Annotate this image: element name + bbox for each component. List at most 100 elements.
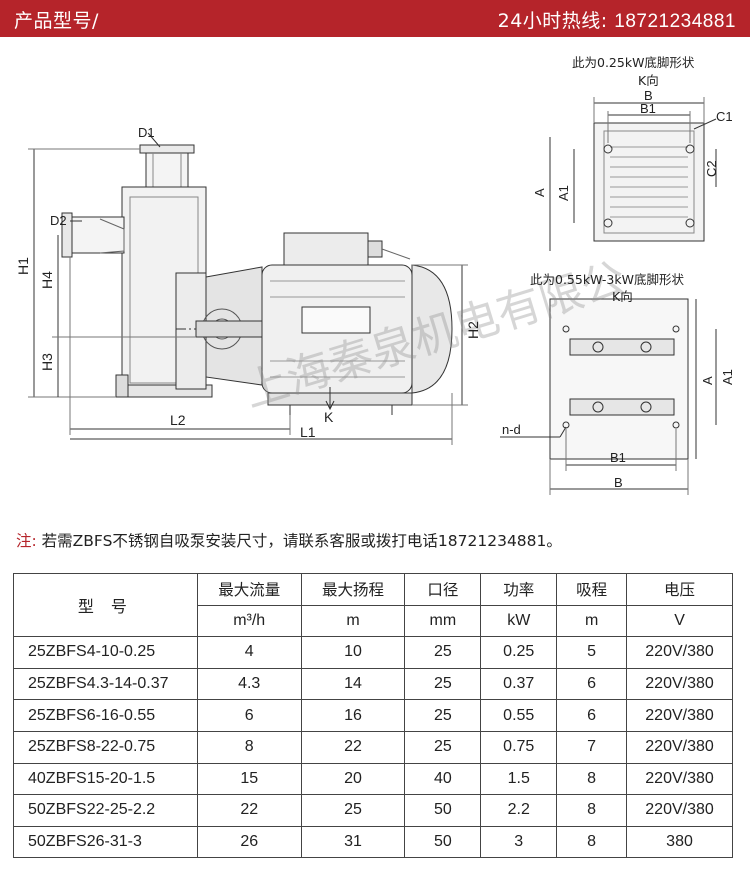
label-b1-small: B1 xyxy=(640,101,656,116)
cell-suction: 8 xyxy=(556,825,628,859)
label-d1: D1 xyxy=(138,125,155,140)
unit-head: m xyxy=(300,604,406,638)
label-l2: L2 xyxy=(170,412,186,428)
note-text: 若需ZBFS不锈钢自吸泵安装尺寸，请联系客服或拨打电话18721234881。 xyxy=(41,532,562,550)
table-row: 25ZBFS8-22-0.75 8 22 25 0.75 7 220V/380 xyxy=(13,730,733,764)
unit-suction: m xyxy=(556,604,628,638)
spec-table: 型 号 最大流量 最大扬程 口径 功率 吸程 电压 m³/h m mm kW m… xyxy=(13,572,733,859)
cell-suction: 6 xyxy=(556,667,628,701)
cell-caliber: 50 xyxy=(404,825,482,859)
unit-voltage: V xyxy=(626,604,733,638)
table-row: 50ZBFS22-25-2.2 22 25 50 2.2 8 220V/380 xyxy=(13,794,733,827)
label-h1: H1 xyxy=(15,257,31,275)
cell-head: 31 xyxy=(300,825,406,859)
table-row: 50ZBFS26-31-3 26 31 50 3 8 380 xyxy=(13,825,733,859)
page-title: 产品型号/ xyxy=(14,10,99,32)
table-row: 25ZBFS4-10-0.25 4 10 25 0.25 5 220V/380 xyxy=(13,636,733,669)
header-flow: 最大流量 xyxy=(196,573,302,606)
cell-power: 1.5 xyxy=(480,762,558,796)
header-suction: 吸程 xyxy=(556,573,628,606)
cell-flow: 8 xyxy=(196,730,302,764)
header-voltage: 电压 xyxy=(626,573,733,606)
cell-caliber: 25 xyxy=(404,667,482,701)
label-d2: D2 xyxy=(50,213,67,228)
cell-voltage: 220V/380 xyxy=(626,699,733,732)
cell-flow: 4.3 xyxy=(196,667,302,701)
cell-voltage: 220V/380 xyxy=(626,636,733,669)
cell-head: 16 xyxy=(300,699,406,732)
cell-flow: 26 xyxy=(196,825,302,859)
table-header-row: 型 号 最大流量 最大扬程 口径 功率 吸程 电压 xyxy=(13,572,733,638)
note-label: 注: xyxy=(16,532,37,550)
cell-power: 0.55 xyxy=(480,699,558,732)
unit-caliber: mm xyxy=(404,604,482,638)
header-power: 功率 xyxy=(480,573,558,606)
label-b1-large: B1 xyxy=(610,450,626,465)
cell-suction: 5 xyxy=(556,636,628,669)
cell-caliber: 25 xyxy=(404,730,482,764)
cell-power: 3 xyxy=(480,825,558,859)
install-note: 注: 若需ZBFS不锈钢自吸泵安装尺寸，请联系客服或拨打电话1872123488… xyxy=(16,529,562,551)
cell-suction: 6 xyxy=(556,699,628,732)
cell-power: 0.25 xyxy=(480,636,558,669)
header-caliber: 口径 xyxy=(404,573,482,606)
cell-caliber: 25 xyxy=(404,636,482,669)
cell-power: 2.2 xyxy=(480,794,558,827)
table-row: 40ZBFS15-20-1.5 15 20 40 1.5 8 220V/380 xyxy=(13,762,733,796)
label-h4: H4 xyxy=(39,271,55,289)
unit-flow: m³/h xyxy=(196,604,302,638)
label-h2: H2 xyxy=(465,321,481,339)
unit-power: kW xyxy=(480,604,558,638)
cell-flow: 6 xyxy=(196,699,302,732)
cell-head: 22 xyxy=(300,730,406,764)
cell-model: 50ZBFS26-31-3 xyxy=(13,825,198,859)
header-head: 最大扬程 xyxy=(300,573,406,606)
cell-caliber: 50 xyxy=(404,794,482,827)
cell-model: 40ZBFS15-20-1.5 xyxy=(13,762,198,796)
cell-model: 25ZBFS4.3-14-0.37 xyxy=(13,667,198,701)
cell-head: 10 xyxy=(300,636,406,669)
label-a-small: A xyxy=(532,188,547,197)
cell-voltage: 220V/380 xyxy=(626,730,733,764)
cell-flow: 22 xyxy=(196,794,302,827)
cell-head: 25 xyxy=(300,794,406,827)
pump-dimension-drawing: 上海秦泉机电有限公 D1 D2 H1 H4 H3 H2 L2 L1 K 此为0.… xyxy=(15,55,735,495)
cell-flow: 15 xyxy=(196,762,302,796)
cell-head: 20 xyxy=(300,762,406,796)
cell-head: 14 xyxy=(300,667,406,701)
foot-small-title: 此为0.25kW底脚形状 xyxy=(572,55,695,70)
table-row: 25ZBFS6-16-0.55 6 16 25 0.55 6 220V/380 xyxy=(13,699,733,732)
label-h3: H3 xyxy=(39,353,55,371)
label-nd: n-d xyxy=(502,422,521,437)
label-l1: L1 xyxy=(300,424,316,440)
hotline-number: 18721234881 xyxy=(614,11,736,32)
cell-model: 25ZBFS6-16-0.55 xyxy=(13,699,198,732)
hotline-label: 24小时热线: xyxy=(497,10,608,32)
cell-flow: 4 xyxy=(196,636,302,669)
cell-model: 25ZBFS8-22-0.75 xyxy=(13,730,198,764)
cell-power: 0.37 xyxy=(480,667,558,701)
cell-caliber: 40 xyxy=(404,762,482,796)
cell-voltage: 220V/380 xyxy=(626,794,733,827)
cell-voltage: 220V/380 xyxy=(626,667,733,701)
foot-large-title: 此为0.55kW-3kW底脚形状 xyxy=(530,272,684,287)
foot-large-subtitle: K向 xyxy=(612,289,633,304)
header-model: 型 号 xyxy=(13,572,198,638)
table-row: 25ZBFS4.3-14-0.37 4.3 14 25 0.37 6 220V/… xyxy=(13,667,733,701)
cell-model: 50ZBFS22-25-2.2 xyxy=(13,794,198,827)
foot-small-subtitle: K向 xyxy=(638,73,659,88)
label-a1-large: A1 xyxy=(720,369,735,385)
label-c2: C2 xyxy=(704,160,719,177)
cell-suction: 8 xyxy=(556,794,628,827)
cell-voltage: 380 xyxy=(626,825,733,859)
hotline: 24小时热线: 18721234881 xyxy=(498,6,736,33)
cell-voltage: 220V/380 xyxy=(626,762,733,796)
cell-model: 25ZBFS4-10-0.25 xyxy=(13,636,198,669)
label-k: K xyxy=(324,409,334,425)
label-b-large: B xyxy=(614,475,623,490)
label-a-large: A xyxy=(700,376,715,385)
cell-suction: 8 xyxy=(556,762,628,796)
label-a1-small: A1 xyxy=(556,185,571,201)
cell-suction: 7 xyxy=(556,730,628,764)
label-b-small: B xyxy=(644,88,653,103)
